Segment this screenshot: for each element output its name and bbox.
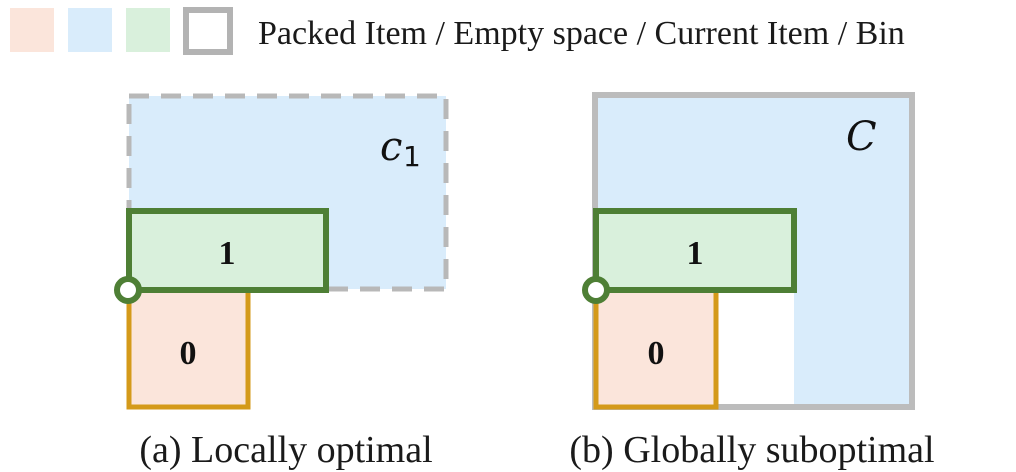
panel-b: C 1 0 (b) Globally suboptimal — [569, 92, 935, 471]
legend: Packed Item / Empty space / Current Item… — [10, 7, 905, 55]
packed-item-label: 0 — [180, 335, 197, 372]
current-item-label: 1 — [219, 235, 236, 272]
panel-b-caption: (b) Globally suboptimal — [569, 429, 934, 471]
legend-swatch-empty-space — [68, 8, 112, 52]
panel-a: c 1 1 0 (a) Locally optimal — [114, 93, 449, 471]
packed-item-label: 0 — [648, 335, 665, 372]
placement-point-marker — [582, 276, 610, 304]
space-label-subscript: 1 — [403, 140, 421, 173]
space-label-C: C — [846, 114, 877, 160]
packed-item-0 — [126, 287, 251, 410]
panel-a-caption: (a) Locally optimal — [139, 429, 432, 471]
placement-point-marker — [114, 276, 142, 304]
legend-swatch-bin — [183, 7, 233, 55]
legend-swatch-packed-item — [10, 8, 54, 52]
empty-space-right — [794, 98, 909, 404]
space-label-c: c — [380, 124, 402, 170]
packed-item-0 — [593, 287, 719, 410]
legend-swatch-current-item — [126, 8, 170, 52]
current-item-1 — [126, 208, 329, 293]
legend-text: Packed Item / Empty space / Current Item… — [258, 15, 905, 52]
current-item-label: 1 — [687, 235, 704, 272]
current-item-1 — [593, 208, 797, 293]
